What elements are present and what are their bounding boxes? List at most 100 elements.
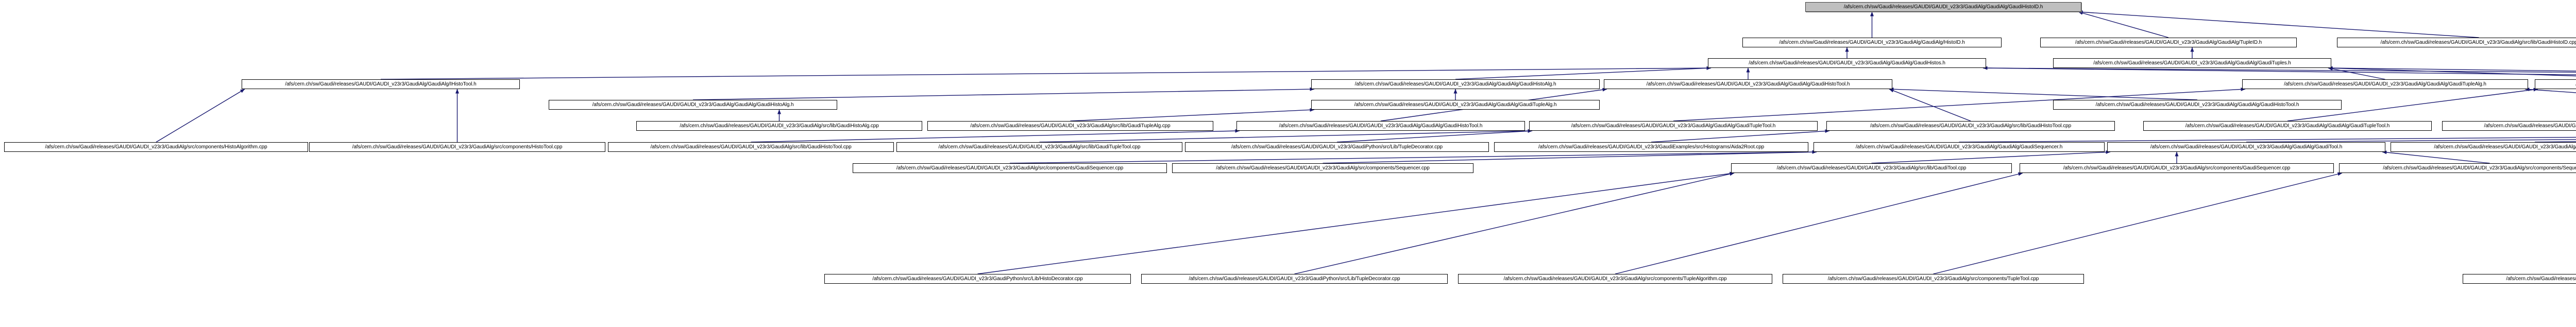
graph-node[interactable]: /afs/cern.ch/sw/Gaudi/releases/GAUDI/GAU…: [1458, 274, 1772, 284]
graph-edge: [1673, 87, 2246, 122]
graph-edge: [1039, 129, 1533, 143]
graph-node-label: /afs/cern.ch/sw/Gaudi/releases/GAUDI/GAU…: [872, 276, 1083, 282]
graph-edge: [1651, 129, 1830, 143]
graph-node[interactable]: /afs/cern.ch/sw/Gaudi/releases/GAUDI/GAU…: [1172, 163, 1473, 173]
graph-edge: [1889, 87, 2198, 100]
graph-node-label: /afs/cern.ch/sw/Gaudi/releases/GAUDI/GAU…: [2537, 80, 2576, 89]
graph-node[interactable]: /afs/cern.ch/sw/Gaudi/releases/GAUDI/GAU…: [1185, 142, 1489, 152]
graph-node[interactable]: /afs/cern.ch/sw/Gaudi/releases/GAUDI/GAU…: [1826, 121, 2115, 131]
graph-node[interactable]: /afs/cern.ch/sw/Gaudi/releases/GAUDI/GAU…: [2337, 38, 2576, 47]
graph-node[interactable]: /afs/cern.ch/sw/Gaudi/releases/GAUDI/GAU…: [1311, 100, 1600, 110]
graph-node-label: /afs/cern.ch/sw/Gaudi/releases/GAUDI/GAU…: [2150, 144, 2343, 150]
graph-node[interactable]: /afs/cern.ch/sw/Gaudi/releases/GAUDI/GAU…: [1814, 142, 2105, 152]
graph-node-label: /afs/cern.ch/sw/Gaudi/releases/GAUDI/GAU…: [1779, 40, 1965, 45]
graph-node-label: /afs/cern.ch/sw/Gaudi/releases/GAUDI/GAU…: [352, 144, 563, 150]
graph-node-label: /afs/cern.ch/sw/Gaudi/releases/GAUDI/GAU…: [592, 102, 794, 108]
graph-node-label: /afs/cern.ch/sw/Gaudi/releases/GAUDI/GAU…: [2506, 276, 2576, 282]
graph-node[interactable]: /afs/cern.ch/sw/Gaudi/releases/GAUDI/GAU…: [242, 79, 520, 89]
graph-node-label: /afs/cern.ch/sw/Gaudi/releases/GAUDI/GAU…: [2063, 165, 2291, 171]
graph-edge: [2534, 141, 2576, 143]
graph-edge: [1615, 172, 2023, 274]
graph-node-label: /afs/cern.ch/sw/Gaudi/releases/GAUDI/GAU…: [1279, 123, 1483, 129]
graph-node[interactable]: /afs/cern.ch/sw/Gaudi/releases/GAUDI/GAU…: [4, 142, 308, 152]
graph-node-label: /afs/cern.ch/sw/Gaudi/releases/GAUDI/GAU…: [1843, 4, 2043, 10]
graph-node-label: /afs/cern.ch/sw/Gaudi/releases/GAUDI/GAU…: [2484, 123, 2576, 129]
graph-node-label: /afs/cern.ch/sw/Gaudi/releases/GAUDI/GAU…: [1646, 81, 1850, 87]
graph-node[interactable]: /afs/cern.ch/sw/Gaudi/releases/GAUDI/GAU…: [824, 274, 1131, 284]
graph-node-label: /afs/cern.ch/sw/Gaudi/releases/GAUDI/GAU…: [2185, 123, 2390, 129]
graph-node[interactable]: /afs/cern.ch/sw/Gaudi/releases/GAUDI/GAU…: [1783, 274, 2084, 284]
graph-edge: [380, 66, 1711, 80]
graph-node[interactable]: /afs/cern.ch/sw/Gaudi/releases/GAUDI/GAU…: [1236, 121, 1525, 131]
graph-node-label: /afs/cern.ch/sw/Gaudi/releases/GAUDI/GAU…: [2093, 60, 2291, 66]
graph-node[interactable]: /afs/cern.ch/sw/Gaudi/releases/GAUDI/GAU…: [2107, 142, 2385, 152]
graph-node[interactable]: /afs/cern.ch/sw/Gaudi/releases/GAUDI/GAU…: [608, 142, 894, 152]
graph-edge: [1889, 89, 1971, 122]
graph-node[interactable]: /afs/cern.ch/sw/Gaudi/releases/GAUDI/GAU…: [927, 121, 1213, 131]
graph-node-label: /afs/cern.ch/sw/Gaudi/releases/GAUDI/GAU…: [1538, 144, 1765, 150]
graph-node[interactable]: /afs/cern.ch/sw/Gaudi/releases/GAUDI/GAU…: [2535, 79, 2576, 89]
graph-node[interactable]: /afs/cern.ch/sw/Gaudi/releases/GAUDI/GAU…: [2391, 142, 2576, 152]
graph-node[interactable]: /afs/cern.ch/sw/Gaudi/releases/GAUDI/GAU…: [1708, 58, 1986, 68]
graph-edge: [1982, 66, 2576, 75]
graph-node[interactable]: /afs/cern.ch/sw/Gaudi/releases/GAUDI/GAU…: [1529, 121, 1818, 131]
graph-node[interactable]: /afs/cern.ch/sw/Gaudi/releases/GAUDI/GAU…: [1311, 79, 1600, 89]
graph-node-label: /afs/cern.ch/sw/Gaudi/releases/GAUDI/GAU…: [2075, 40, 2262, 45]
graph-node[interactable]: /afs/cern.ch/sw/Gaudi/releases/GAUDI/GAU…: [896, 142, 1182, 152]
graph-edge: [2078, 11, 2169, 38]
graph-edge: [2078, 10, 2479, 38]
graph-edge: [1009, 150, 1817, 164]
graph-edge: [2328, 66, 2576, 72]
graph-node-label: /afs/cern.ch/sw/Gaudi/releases/GAUDI/GAU…: [1749, 60, 1945, 66]
graph-node[interactable]: /afs/cern.ch/sw/Gaudi/releases/GAUDI/GAU…: [636, 121, 922, 131]
graph-node-label: /afs/cern.ch/sw/Gaudi/releases/GAUDI/GAU…: [1231, 144, 1443, 150]
graph-node-label: /afs/cern.ch/sw/Gaudi/releases/GAUDI/GAU…: [896, 165, 1124, 171]
graph-edge: [1323, 150, 1817, 164]
graph-node[interactable]: /afs/cern.ch/sw/Gaudi/releases/GAUDI/GAU…: [549, 100, 837, 110]
graph-node-label: /afs/cern.ch/sw/Gaudi/releases/GAUDI/GAU…: [1503, 276, 1727, 282]
graph-node[interactable]: /afs/cern.ch/sw/Gaudi/releases/GAUDI/GAU…: [309, 142, 605, 152]
graph-edge: [1982, 66, 2576, 73]
graph-node-label: /afs/cern.ch/sw/Gaudi/releases/GAUDI/GAU…: [2284, 81, 2486, 87]
graph-edge: [156, 89, 245, 143]
graph-node[interactable]: /afs/cern.ch/sw/Gaudi/releases/GAUDI/GAU…: [1742, 38, 2002, 47]
graph-node[interactable]: /afs/cern.ch/sw/Gaudi/releases/GAUDI/GAU…: [2339, 163, 2576, 173]
graph-node-label: /afs/cern.ch/sw/Gaudi/releases/GAUDI/GAU…: [680, 123, 879, 129]
graph-node[interactable]: /afs/cern.ch/sw/Gaudi/releases/GAUDI/GAU…: [2040, 38, 2297, 47]
graph-node[interactable]: /afs/cern.ch/sw/Gaudi/releases/GAUDI/GAU…: [2463, 274, 2576, 284]
graph-edge: [1455, 66, 1711, 80]
graph-node[interactable]: /afs/cern.ch/sw/Gaudi/releases/GAUDI/GAU…: [853, 163, 1167, 173]
graph-node[interactable]: /afs/cern.ch/sw/Gaudi/releases/GAUDI/GAU…: [2242, 79, 2528, 89]
graph-node-label: /afs/cern.ch/sw/Gaudi/releases/GAUDI/GAU…: [1571, 123, 1776, 129]
graph-node-label: /afs/cern.ch/sw/Gaudi/releases/GAUDI/GAU…: [45, 144, 267, 150]
graph-node[interactable]: /afs/cern.ch/sw/Gaudi/releases/GAUDI/GAU…: [2053, 100, 2342, 110]
graph-node-label: /afs/cern.ch/sw/Gaudi/releases/GAUDI/GAU…: [285, 81, 477, 87]
graph-node-label: /afs/cern.ch/sw/Gaudi/releases/GAUDI/GAU…: [2095, 102, 2299, 108]
graph-node[interactable]: /afs/cern.ch/sw/Gaudi/releases/GAUDI/GAU…: [2053, 58, 2331, 68]
graph-node[interactable]: /afs/cern.ch/sw/Gaudi/releases/GAUDI/GAU…: [1494, 142, 1808, 152]
graph-edge: [692, 87, 1315, 100]
graph-edge: [2246, 139, 2576, 143]
graph-edge: [1294, 172, 1735, 274]
graph-node[interactable]: /afs/cern.ch/sw/Gaudi/releases/GAUDI/GAU…: [1731, 163, 2012, 173]
graph-node-label: /afs/cern.ch/sw/Gaudi/releases/GAUDI/GAU…: [650, 144, 852, 150]
graph-edge: [1070, 108, 1315, 122]
graph-node-root[interactable]: /afs/cern.ch/sw/Gaudi/releases/GAUDI/GAU…: [1805, 2, 2081, 12]
graph-node[interactable]: /afs/cern.ch/sw/Gaudi/releases/GAUDI/GAU…: [1604, 79, 1892, 89]
graph-edge: [1959, 136, 2576, 143]
graph-node-label: /afs/cern.ch/sw/Gaudi/releases/GAUDI/GAU…: [2383, 165, 2576, 171]
graph-edge: [1871, 150, 2111, 164]
graph-node[interactable]: /afs/cern.ch/sw/Gaudi/releases/GAUDI/GAU…: [1141, 274, 1448, 284]
graph-node-label: /afs/cern.ch/sw/Gaudi/releases/GAUDI/GAU…: [1870, 123, 2072, 129]
graph-node[interactable]: /afs/cern.ch/sw/Gaudi/releases/GAUDI/GAU…: [2020, 163, 2334, 173]
graph-node-label: /afs/cern.ch/sw/Gaudi/releases/GAUDI/GAU…: [1855, 144, 2063, 150]
graph-node[interactable]: /afs/cern.ch/sw/Gaudi/releases/GAUDI/GAU…: [2442, 121, 2576, 131]
graph-node-label: /afs/cern.ch/sw/Gaudi/releases/GAUDI/GAU…: [1354, 81, 1556, 87]
graph-node-label: /afs/cern.ch/sw/Gaudi/releases/GAUDI/GAU…: [1776, 165, 1967, 171]
graph-node-label: /afs/cern.ch/sw/Gaudi/releases/GAUDI/GAU…: [1354, 102, 1557, 108]
graph-node[interactable]: /afs/cern.ch/sw/Gaudi/releases/GAUDI/GAU…: [2143, 121, 2432, 131]
graph-node-label: /afs/cern.ch/sw/Gaudi/releases/GAUDI/GAU…: [970, 123, 1171, 129]
graph-edge: [2328, 67, 2385, 80]
graph-edge: [1336, 129, 1533, 143]
graph-edge: [2382, 150, 2490, 164]
